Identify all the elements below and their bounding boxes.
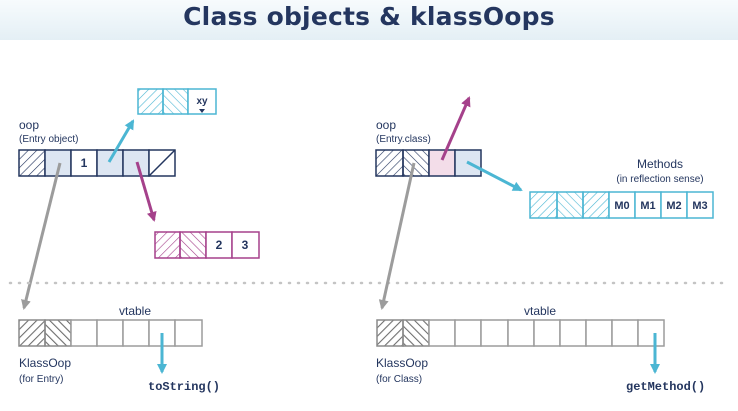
left-oop-ref-cell-1 — [96, 149, 124, 177]
right-vtable-slot-3 — [480, 319, 509, 347]
right-oop-subtitle: (Entry.class) — [376, 134, 431, 145]
left-arrow-to-cyan-object — [107, 119, 135, 163]
left-cyan-object: xy — [137, 88, 217, 115]
tostring-method: toString() — [148, 380, 220, 394]
right-arrow-to-methods — [466, 160, 523, 192]
right-klass-header-cell-2 — [402, 319, 430, 347]
left-oop-value: 1 — [81, 156, 88, 170]
title-banner — [0, 0, 738, 40]
magenta-value-1: 2 — [216, 238, 223, 252]
left-arrow-to-klassoop — [21, 162, 62, 310]
left-klass-header-cell-1 — [18, 319, 46, 347]
right-vtable-slot-9 — [637, 319, 665, 347]
cyan-object-header-cell-2 — [162, 88, 189, 115]
left-oop-subtitle: (Entry object) — [19, 134, 78, 145]
right-oop-header-cell-1 — [375, 149, 404, 177]
method-cell-m3 — [686, 191, 714, 219]
left-magenta-object: 2 3 — [154, 231, 260, 259]
cyan-object-header-cell-1 — [137, 88, 164, 115]
getmethod-method: getMethod() — [626, 380, 705, 394]
left-klassoop-label: KlassOop — [19, 356, 71, 370]
left-vtable-slot-5 — [174, 319, 203, 347]
right-klassoop-label: KlassOop — [376, 356, 428, 370]
methods-header-cell-3 — [582, 191, 610, 219]
right-vtable-slot-4 — [507, 319, 535, 347]
methods-label: Methods — [637, 157, 683, 171]
magenta-value-2: 3 — [242, 238, 249, 252]
right-oop-ref-cell-1 — [428, 149, 456, 177]
left-oop-row: 1 — [18, 149, 176, 177]
right-vtable-slot-7 — [585, 319, 613, 347]
left-vtable-slot-2 — [96, 319, 124, 347]
right-klassoop-subtitle: (for Class) — [376, 374, 422, 385]
methods-object: M0 M1 M2 M3 — [529, 191, 714, 219]
methods-subtitle: (in reflection sense) — [616, 174, 703, 185]
dropdown-triangle-icon — [199, 109, 205, 113]
right-klassoop-row — [376, 319, 665, 347]
left-vtable-slot-3 — [122, 319, 150, 347]
left-klassoop-subtitle: (for Entry) — [19, 374, 63, 385]
method-cell-m2 — [660, 191, 688, 219]
right-arrow-to-klassoop — [378, 162, 416, 310]
left-vtable-label: vtable — [119, 304, 151, 318]
right-klass-header-cell-1 — [376, 319, 404, 347]
method-m2-text: M2 — [666, 200, 681, 212]
page-title: Class objects & klassOops — [183, 2, 555, 31]
right-vtable-slot-2 — [454, 319, 482, 347]
left-klassoop-row — [18, 319, 203, 347]
right-oop-row — [375, 149, 482, 177]
right-oop-label: oop — [376, 118, 396, 132]
right-oop-header-cell-2 — [402, 149, 430, 177]
method-m3-text: M3 — [692, 200, 707, 212]
right-vtable-slot-8 — [611, 319, 639, 347]
magenta-object-value-cell-2 — [231, 231, 260, 259]
left-arrow-to-magenta-object — [135, 161, 157, 222]
right-arrow-up-magenta — [440, 96, 471, 161]
methods-header-cell-2 — [556, 191, 584, 219]
left-vtable-slot-1 — [70, 319, 98, 347]
methods-header-cell-1 — [529, 191, 558, 219]
left-klass-header-cell-2 — [44, 319, 72, 347]
cyan-object-field-text: xy — [196, 96, 208, 107]
right-vtable-slot-1 — [428, 319, 456, 347]
left-oop-null-slash — [148, 149, 176, 177]
right-vtable-label: vtable — [524, 304, 556, 318]
magenta-object-header-cell-2 — [179, 231, 207, 259]
magenta-object-value-cell-1 — [205, 231, 233, 259]
left-oop-label: oop — [19, 118, 39, 132]
right-vtable-slot-5 — [533, 319, 561, 347]
method-m0-text: M0 — [614, 200, 629, 212]
right-vtable-slot-6 — [559, 319, 587, 347]
magenta-object-header-cell-1 — [154, 231, 181, 259]
left-oop-header-cell-1 — [18, 149, 46, 177]
method-m1-text: M1 — [640, 200, 655, 212]
